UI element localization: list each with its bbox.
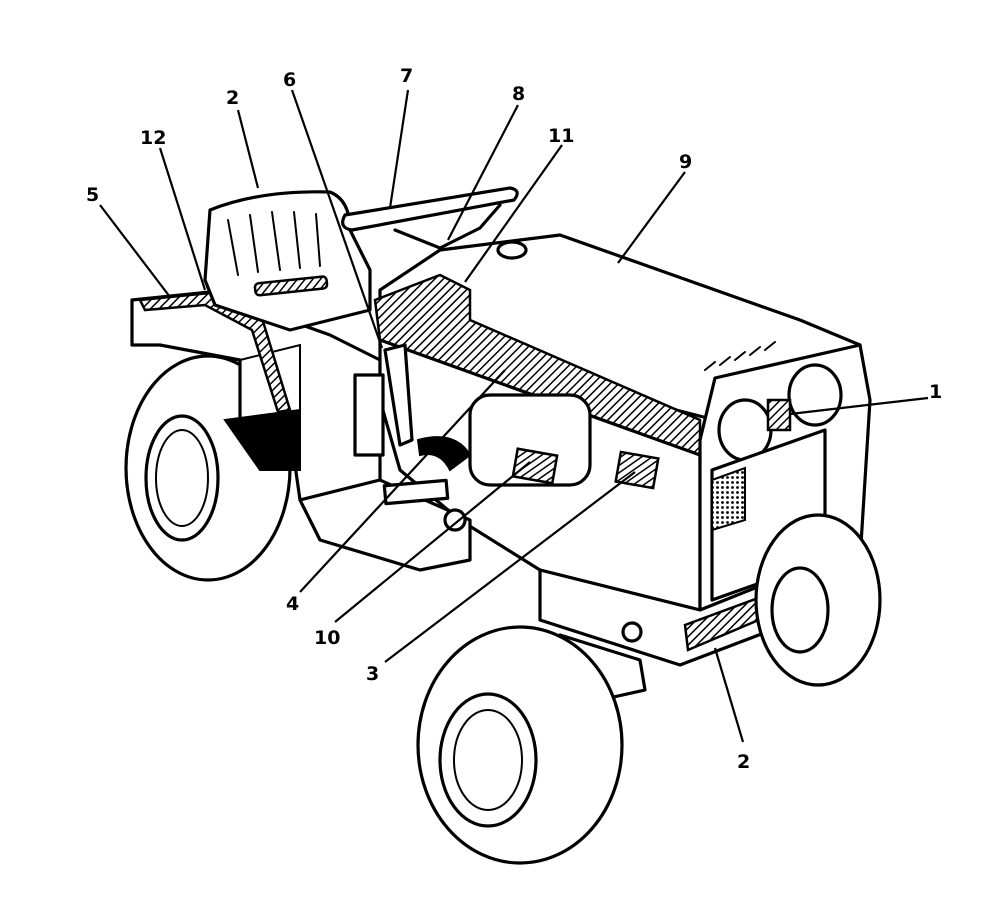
- callout-3: 3: [366, 663, 379, 685]
- hood-vents: [704, 341, 776, 371]
- callout-6: 6: [283, 69, 296, 91]
- leader-5: [99, 204, 171, 298]
- footrest: [298, 478, 472, 572]
- leader-4: [299, 369, 506, 593]
- leader-2b: [713, 647, 745, 743]
- leader-3: [384, 471, 636, 663]
- callout-10: 10: [314, 627, 340, 649]
- control-levers: [353, 343, 472, 472]
- leader-10: [334, 461, 531, 623]
- seat: [203, 190, 372, 332]
- front-left-wheel: [416, 625, 624, 865]
- callout-5: 5: [86, 184, 99, 206]
- callout-7: 7: [400, 65, 413, 87]
- leader-11: [464, 144, 563, 283]
- callout-labels: 1 2 2 3 4 5 6 7 8 9 10 11 12: [86, 65, 942, 773]
- callout-2: 2: [737, 751, 750, 773]
- leader-9: [617, 171, 686, 264]
- leader-6: [290, 89, 384, 349]
- leader-2a: [236, 109, 260, 189]
- front-right-wheel: [754, 513, 882, 687]
- leader-12: [158, 147, 207, 291]
- leader-8: [447, 104, 519, 241]
- steering-wheel: [341, 186, 519, 250]
- callout-9: 9: [679, 151, 692, 173]
- leader-1: [789, 396, 929, 416]
- callout-11: 11: [548, 125, 574, 147]
- callout-4: 4: [286, 593, 299, 615]
- callout-12: 12: [140, 127, 166, 149]
- callout-8: 8: [512, 83, 525, 105]
- leader-lines: [99, 89, 929, 743]
- callout-1: 1: [929, 381, 942, 403]
- tractor-illustration: [124, 186, 882, 865]
- leader-7: [388, 89, 410, 209]
- callout-2: 2: [226, 87, 239, 109]
